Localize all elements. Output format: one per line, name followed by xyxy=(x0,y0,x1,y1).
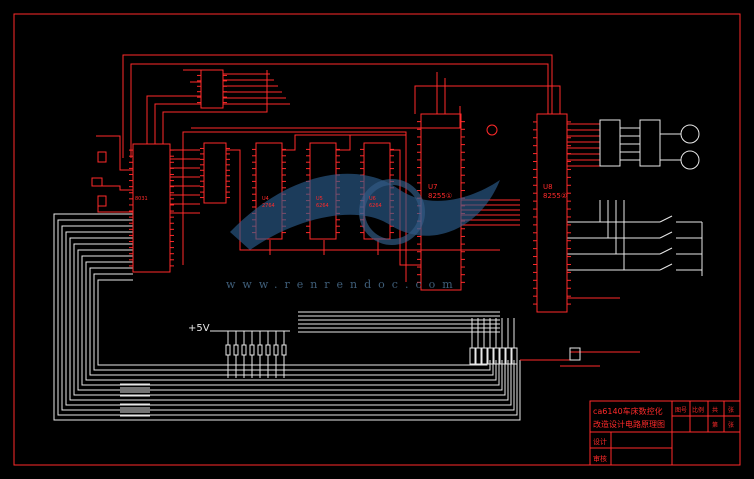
wire xyxy=(97,279,488,366)
chip-u5-label: U5 xyxy=(316,196,323,202)
led-segment xyxy=(469,347,476,365)
resistor xyxy=(569,347,581,361)
led-segment xyxy=(511,347,518,365)
capacitor xyxy=(97,195,107,207)
chip-u4 xyxy=(255,142,283,240)
chip-u8-part: 8255② xyxy=(543,192,567,200)
led-segment xyxy=(499,347,506,365)
led-segment xyxy=(505,347,512,365)
chip-u1 xyxy=(132,143,171,273)
resistor xyxy=(233,344,239,356)
title-cell-sheets-2: 张 xyxy=(728,421,734,429)
title-block: ca6140车床数控化 改造设计电路原理图 图号 比例 共 张 第 张 设计 审… xyxy=(589,400,741,466)
drawing-border xyxy=(13,13,741,466)
indicator-icon xyxy=(486,124,498,136)
resistor xyxy=(241,344,247,356)
capacitor xyxy=(97,151,107,163)
chip-u6-label: U6 xyxy=(369,196,376,202)
crystal xyxy=(91,177,103,187)
wire xyxy=(85,261,497,381)
wire xyxy=(659,231,673,239)
wire xyxy=(659,263,673,271)
motor-icon xyxy=(680,124,700,144)
chip-u8-label: U8 xyxy=(543,183,553,191)
chip-u4-part: 2764 xyxy=(262,203,275,209)
title-cell-scale: 比例 xyxy=(692,406,704,414)
resistor xyxy=(225,344,231,356)
wire xyxy=(65,231,512,406)
chip-u2 xyxy=(200,69,224,109)
led-segment xyxy=(493,347,500,365)
wire xyxy=(77,249,503,391)
led-segment xyxy=(475,347,482,365)
chip-u6-part: 6264 xyxy=(369,203,382,209)
wire xyxy=(226,149,500,251)
resistor xyxy=(273,344,279,356)
chip-u8 xyxy=(536,113,568,313)
watermark-text: www.renrendoc.com xyxy=(226,278,460,291)
wire xyxy=(89,267,494,376)
chip-u7-label: U7 xyxy=(428,183,438,191)
title-cell-design: 设计 xyxy=(593,437,607,446)
wire xyxy=(659,247,673,255)
driver-block xyxy=(599,119,621,167)
title-cell-drawing-no: 图号 xyxy=(675,407,687,414)
chip-u3 xyxy=(203,142,227,204)
motor-icon xyxy=(680,150,700,170)
wire xyxy=(73,243,506,396)
resistor xyxy=(257,344,263,356)
title-line-2: 改造设计电路原理图 xyxy=(593,419,665,429)
chip-u4-label: U4 xyxy=(262,196,269,202)
title-cell-sheet-no: 第 xyxy=(712,421,718,429)
title-cell-review: 审核 xyxy=(593,454,607,463)
chip-u1-part: 8031 xyxy=(135,196,148,202)
wire xyxy=(81,255,500,386)
title-cell-total: 共 xyxy=(712,406,718,414)
resistor xyxy=(249,344,255,356)
wire xyxy=(69,237,509,401)
wire xyxy=(130,63,549,158)
wire xyxy=(100,185,133,191)
wire xyxy=(659,215,673,223)
wire-layer xyxy=(53,54,703,421)
led-segment xyxy=(481,347,488,365)
wire xyxy=(162,70,268,144)
watermark: www.renrendoc.com xyxy=(226,173,500,291)
wire xyxy=(97,206,133,213)
wire xyxy=(53,213,521,421)
led-segment xyxy=(487,347,494,365)
title-cell-sheets-1: 张 xyxy=(728,406,734,414)
wire xyxy=(336,135,351,151)
wire xyxy=(96,135,133,171)
wire xyxy=(122,54,553,158)
resistor xyxy=(265,344,271,356)
resistor xyxy=(281,344,287,356)
chip-u7-part: 8255① xyxy=(428,192,452,200)
driver-block xyxy=(639,119,661,167)
wire xyxy=(154,103,201,144)
chip-u5-part: 6264 xyxy=(316,203,329,209)
wire xyxy=(414,85,561,114)
watermark-ring-icon xyxy=(359,179,425,245)
wire xyxy=(191,106,461,129)
wire xyxy=(61,225,515,411)
power-label: +5V xyxy=(188,323,210,334)
wire xyxy=(146,95,201,144)
wire xyxy=(57,219,518,416)
wire xyxy=(93,273,491,371)
title-line-1: ca6140车床数控化 xyxy=(593,406,663,416)
